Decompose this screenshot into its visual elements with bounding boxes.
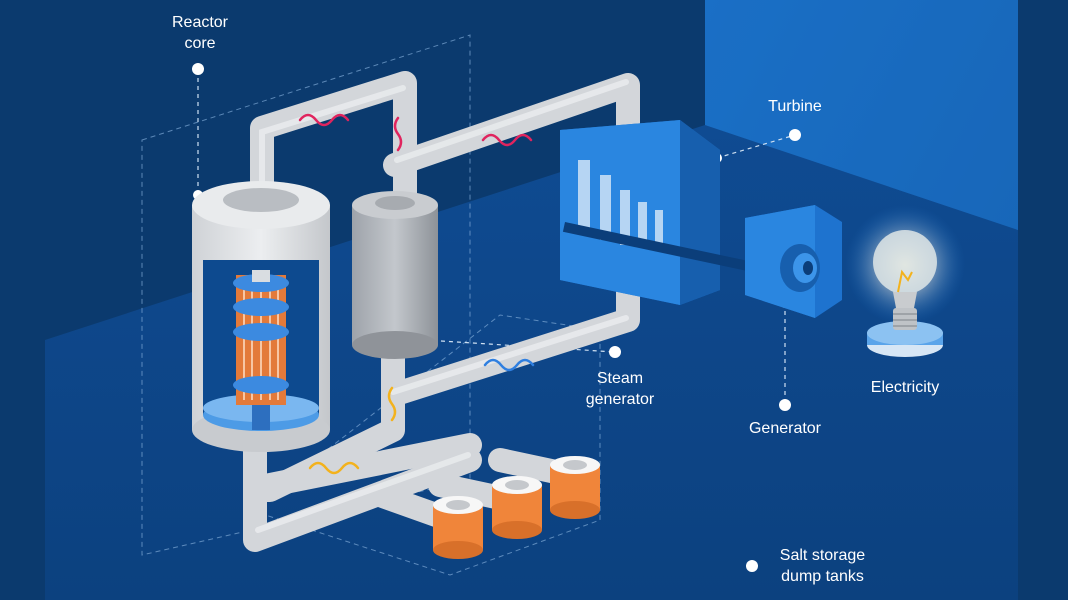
steam-generator-label-line1: Steam xyxy=(596,370,644,387)
salt-storage-label-line1: Salt storage xyxy=(779,547,866,564)
pipe-network xyxy=(243,71,640,552)
steam-generator-icon xyxy=(352,191,438,359)
light-bulb-icon xyxy=(845,205,965,357)
generator-label: Generator xyxy=(748,420,822,437)
pipe-highlights xyxy=(255,79,629,533)
room-wall-shadow xyxy=(705,0,1018,230)
reactor-core-label: Reactor core xyxy=(150,12,250,54)
electricity-label: Electricity xyxy=(870,379,940,396)
generator-icon xyxy=(745,205,842,318)
salt-storage-label-line2: dump tanks xyxy=(781,568,864,585)
leader-lines xyxy=(197,70,796,404)
reactor-core-label-line1: Reactor xyxy=(171,14,229,31)
steam-generator-label-line2: generator xyxy=(585,391,655,408)
reactor-core-label-line2: core xyxy=(184,35,216,52)
flow-indicators xyxy=(298,113,535,475)
reactor-zone-outline xyxy=(141,34,601,576)
steam-generator-label: Steam generator xyxy=(575,368,665,410)
salt-storage-label: Salt storage dump tanks xyxy=(765,545,880,587)
room-right-edge xyxy=(1018,0,1068,600)
dump-tank-icon xyxy=(433,456,600,559)
turbine-label: Turbine xyxy=(768,98,822,115)
reactor-core-icon xyxy=(192,181,330,452)
turbine-icon xyxy=(560,120,761,305)
